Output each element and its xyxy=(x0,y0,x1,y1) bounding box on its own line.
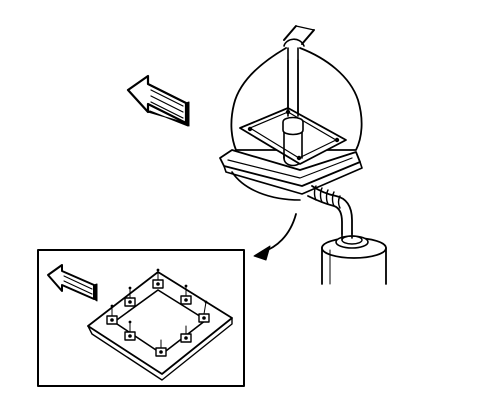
inset-direction-arrow-icon xyxy=(47,264,98,302)
bolt-locator-leaders xyxy=(111,269,207,349)
canister xyxy=(321,233,387,285)
base-frame xyxy=(219,149,361,187)
upper-cable xyxy=(283,25,297,41)
component-cover-assembly xyxy=(219,25,363,201)
bolt-locator-dots xyxy=(110,268,208,324)
callout-arrow-icon xyxy=(253,213,297,261)
cover-flange xyxy=(239,107,347,165)
forward-direction-arrow-icon xyxy=(126,74,190,127)
dome-housing xyxy=(230,47,363,151)
gasket-detail-inset xyxy=(37,249,245,387)
vacuum-hose xyxy=(307,185,353,235)
gasket-bolts xyxy=(110,282,206,354)
